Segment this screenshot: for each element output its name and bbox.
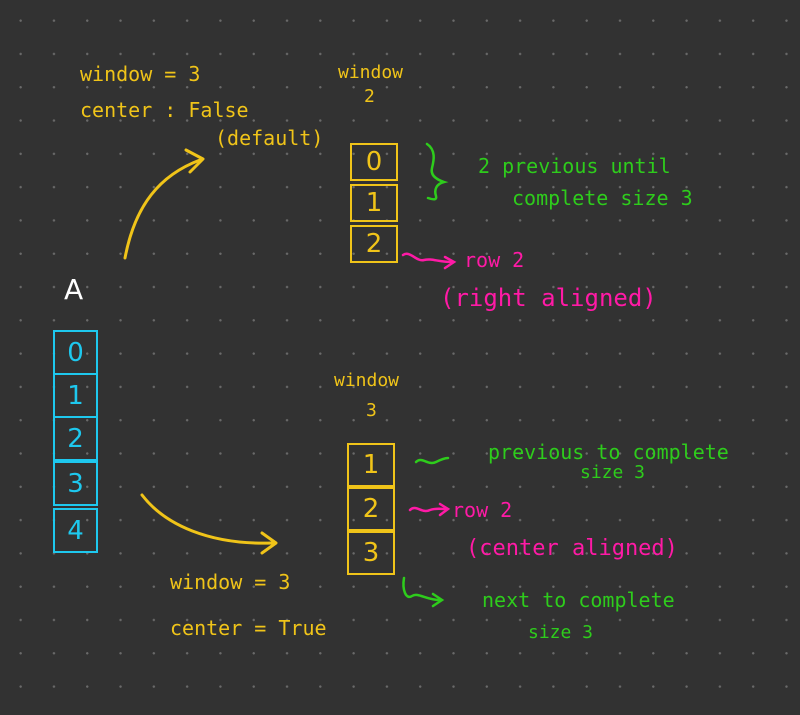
array-a-cell: 4 [53, 508, 98, 553]
bottom-window-cell: 2 [347, 487, 395, 531]
top-row-align: (right aligned) [440, 284, 657, 312]
top-window-label: window [338, 62, 404, 83]
arrowhead-top [184, 148, 205, 174]
bottom-param-window: window = 3 [170, 570, 291, 594]
array-a-cell: 3 [53, 461, 98, 506]
bottom-next-line2: size 3 [528, 622, 594, 643]
top-param-default: (default) [215, 126, 324, 150]
pink-arrowhead-top [443, 255, 457, 270]
top-param-center: center : False [80, 98, 249, 122]
pink-arrowhead-bottom [438, 502, 451, 517]
top-window-cell: 0 [350, 143, 398, 181]
bottom-window-size: 3 [366, 400, 377, 421]
top-note-line2: complete size 3 [512, 186, 693, 210]
top-param-window: window = 3 [80, 62, 201, 86]
bottom-window-cell: 3 [347, 531, 395, 575]
bottom-prev-line2: size 3 [580, 462, 646, 483]
green-arrowhead-next [431, 592, 445, 608]
array-a-cell: 1 [53, 373, 98, 418]
arrow-to-default-window [123, 158, 202, 260]
bottom-window-label: window [334, 370, 400, 391]
top-note-line1: 2 previous until [478, 154, 671, 178]
brace-top [425, 142, 449, 201]
green-squiggle-prev [414, 456, 450, 465]
top-window-size: 2 [364, 86, 375, 107]
top-window-cell: 1 [350, 184, 398, 222]
pink-arrow-bottom [408, 506, 448, 513]
arrow-to-center-window [140, 493, 274, 545]
top-row-label: row 2 [464, 248, 525, 272]
bottom-param-center: center = True [170, 616, 327, 640]
array-a-cell: 0 [53, 330, 98, 375]
bottom-window-cell: 1 [347, 443, 395, 487]
arrowhead-bottom [260, 531, 278, 555]
pink-arrow-top [401, 252, 454, 264]
bottom-row-label: row 2 [452, 498, 513, 522]
bottom-next-line1: next to complete [482, 588, 675, 612]
array-a-title: A [64, 273, 84, 306]
bottom-row-align: (center aligned) [466, 536, 678, 561]
green-hook-next [402, 576, 442, 602]
array-a-cell: 2 [53, 416, 98, 461]
top-window-cell: 2 [350, 225, 398, 263]
bottom-prev-line1: previous to complete [488, 440, 729, 464]
